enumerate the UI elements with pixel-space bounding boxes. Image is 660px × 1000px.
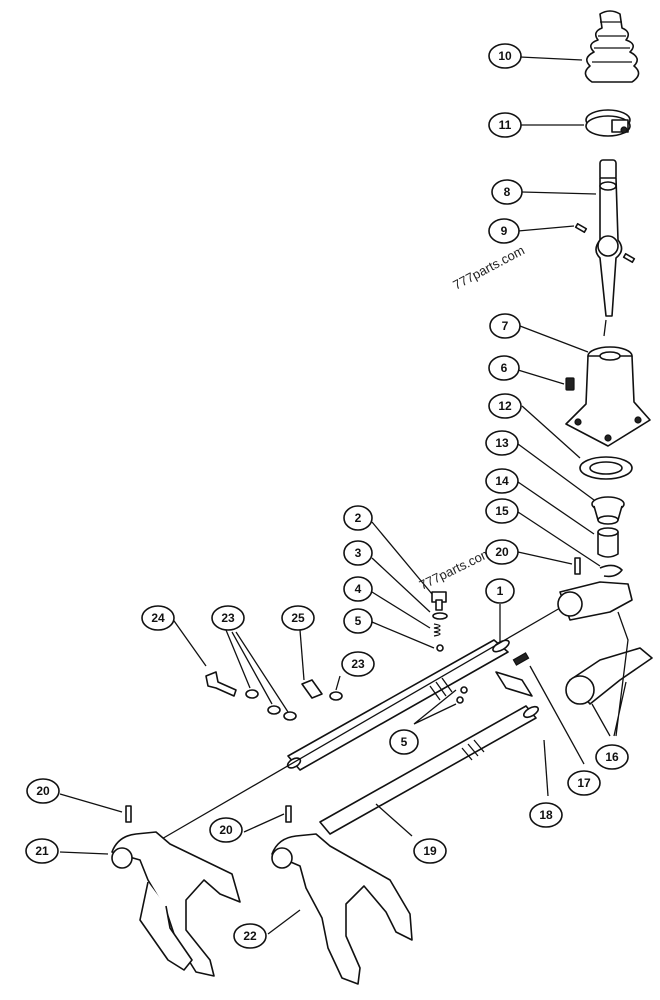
callout-18: 18 [529,802,563,828]
svg-text:15: 15 [495,504,509,518]
callout-2: 2 [343,505,373,531]
roll-pin-part [574,557,581,575]
callout-1: 1 [485,578,515,604]
lower-shift-rail-part [319,705,540,835]
svg-text:20: 20 [36,784,50,798]
boot-part [584,10,640,83]
svg-text:18: 18 [539,808,553,822]
callout-21: 21 [25,838,59,864]
svg-text:20: 20 [495,545,509,559]
svg-text:22: 22 [243,929,257,943]
callout-23-right: 23 [341,651,375,677]
screw-25-part [301,679,323,699]
svg-text:21: 21 [35,844,49,858]
snap-ring-part [599,564,623,578]
shift-fork-left-part [111,831,241,977]
set-screw-part [565,377,575,391]
callout-15: 15 [485,498,519,524]
callout-6: 6 [488,355,520,381]
callout-19: 19 [413,838,447,864]
callout-10: 10 [488,43,522,69]
roll-pin-mid-part [285,805,292,823]
callout-23-left: 23 [211,605,245,631]
callout-22: 22 [233,923,267,949]
svg-text:8: 8 [504,185,511,199]
callout-11: 11 [488,112,522,138]
svg-text:20: 20 [219,823,233,837]
shift-fork-right-part [271,833,413,985]
plate-part [495,671,533,697]
shift-block-part [557,581,653,705]
detent-balls-part [456,686,468,704]
shift-rail-part [159,607,561,841]
svg-text:25: 25 [291,611,305,625]
callout-24: 24 [141,605,175,631]
lever-housing-part [565,346,651,447]
lever-pins-part [574,222,636,264]
svg-text:4: 4 [355,582,362,596]
svg-text:23: 23 [221,611,235,625]
svg-text:16: 16 [605,750,619,764]
callout-14: 14 [485,468,519,494]
callout-13: 13 [485,430,519,456]
callout-7: 7 [489,313,521,339]
callout-17: 17 [567,770,601,796]
svg-text:24: 24 [151,611,165,625]
svg-text:13: 13 [495,436,509,450]
callout-16: 16 [595,744,629,770]
leader-lines [59,56,629,935]
svg-text:19: 19 [423,844,437,858]
callout-8: 8 [491,179,523,205]
svg-text:5: 5 [355,614,362,628]
callout-12: 12 [488,393,522,419]
clamp-part [585,109,631,137]
washers-part [245,689,343,721]
callout-5-upper: 5 [343,608,373,634]
roll-pin-left-part [125,805,132,823]
svg-text:14: 14 [495,474,509,488]
callout-25: 25 [281,605,315,631]
callout-4: 4 [343,576,373,602]
seal-part [591,496,625,525]
svg-text:11: 11 [499,118,512,132]
watermark-upper: 777parts.com [450,242,527,292]
svg-text:23: 23 [351,657,365,671]
callout-3: 3 [343,540,373,566]
svg-text:2: 2 [355,511,362,525]
svg-text:1: 1 [497,584,504,598]
bolt-part [512,652,530,666]
svg-text:5: 5 [401,735,408,749]
svg-text:10: 10 [498,49,512,63]
svg-text:17: 17 [577,776,591,790]
svg-text:12: 12 [498,399,512,413]
svg-text:7: 7 [502,319,509,333]
watermark-lower: 777parts.com [417,545,494,593]
callout-5-lower: 5 [389,729,419,755]
bolt-24-part [205,671,237,697]
shift-lever-part [595,159,623,337]
svg-text:6: 6 [501,361,508,375]
detent-assembly-part [431,591,448,652]
bushing-part [597,527,619,558]
callout-20-upper: 20 [485,539,519,565]
callout-20-left: 20 [26,778,60,804]
callout-20-mid: 20 [209,817,243,843]
gasket-ring-part [579,456,633,480]
svg-text:9: 9 [501,224,508,238]
callout-9: 9 [488,218,520,244]
svg-text:3: 3 [355,546,362,560]
